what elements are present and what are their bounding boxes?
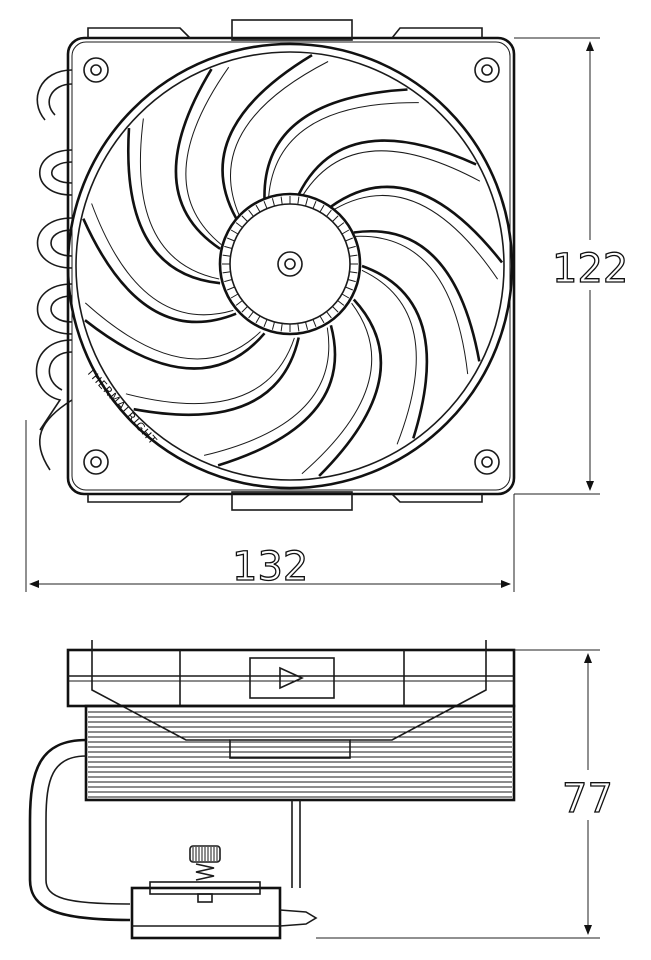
dim-label-77: 77: [562, 776, 613, 822]
hub-tick: [345, 286, 353, 291]
fan-blade: [353, 230, 481, 362]
fan-blade: [174, 68, 221, 250]
heatpipe-loop: [28, 738, 131, 922]
cold-plate-base: [130, 886, 282, 940]
fan-blade-edge: [203, 327, 330, 456]
hub-tick: [230, 229, 239, 235]
fan-blade: [82, 218, 237, 324]
hub-tick: [241, 306, 248, 313]
hub-tick: [280, 323, 283, 332]
hub-tick: [271, 321, 275, 330]
hub-tick: [263, 201, 268, 209]
hub-tick: [227, 237, 235, 242]
hub-tick: [312, 201, 317, 209]
hub-tick: [326, 311, 332, 319]
fan-blade: [297, 139, 477, 196]
dim-label-132: 132: [232, 544, 308, 590]
heatpipes-left: [35, 69, 73, 471]
hub-tick: [347, 245, 356, 249]
airflow-arrow-icon: [279, 666, 304, 690]
side-view: [28, 640, 516, 940]
fan-blade-edge: [301, 302, 373, 475]
hub-tick: [241, 215, 248, 222]
fan-blade: [84, 319, 266, 370]
fan-blade: [126, 128, 221, 285]
fan-blade-edge: [334, 195, 499, 280]
dimension-height-side: 77: [316, 649, 630, 939]
fan-blade-edge: [185, 66, 230, 245]
bottom-clip-tab: [231, 491, 353, 511]
hub-tick: [305, 198, 309, 207]
hub-tick: [222, 271, 231, 274]
fan-blade-edge: [91, 203, 234, 316]
fan-blade: [318, 298, 383, 477]
hub-tick: [349, 271, 358, 274]
corner-screw-tl: [83, 57, 109, 83]
hub-center: [277, 251, 303, 277]
hub-tick: [337, 222, 345, 228]
corner-screw-tr: [474, 57, 500, 83]
fan-shroud-inner: [75, 51, 505, 481]
hub-tick: [305, 321, 309, 330]
hub-tick: [319, 204, 325, 213]
hub-tick: [345, 237, 353, 242]
dimension-height-top: 122: [514, 37, 630, 495]
top-clip-tab: [231, 19, 353, 41]
hub-tick: [255, 315, 261, 324]
corner-screw-br: [474, 449, 500, 475]
fan-blade-edge: [268, 102, 419, 198]
hub-tick: [349, 254, 358, 257]
hub-tick: [319, 315, 325, 324]
corner-screw-bl: [83, 449, 109, 475]
fan-blade-edge: [355, 235, 469, 375]
hub-tick: [235, 222, 243, 228]
fan-blades: [82, 53, 504, 477]
dim-label-122: 122: [552, 246, 628, 292]
hub-tick: [235, 300, 243, 306]
hub-tick: [341, 293, 350, 299]
hub-tick: [224, 279, 233, 283]
fan-blade-edge: [125, 337, 295, 405]
dimension-width: 132: [25, 420, 515, 592]
spring-screw: [189, 845, 221, 903]
hub-tick: [230, 293, 239, 299]
hub-tick: [332, 306, 339, 313]
top-view: THERMALRIGHT: [35, 19, 516, 511]
fan-blade: [133, 337, 300, 417]
hub-tick: [312, 319, 317, 327]
hub-tick: [297, 196, 300, 205]
fan-shroud-outer: [66, 42, 514, 490]
hub-tick: [222, 254, 231, 257]
hub-tick: [227, 286, 235, 291]
fan-blade: [263, 88, 408, 199]
fan-blade-edge: [84, 302, 261, 360]
hub-tick: [224, 245, 233, 249]
fan-hub: [218, 192, 362, 336]
hub-tick: [326, 209, 332, 217]
fan-blade-edge: [302, 150, 481, 196]
fan-blade: [330, 185, 504, 264]
brand-label: THERMALRIGHT: [83, 365, 160, 448]
hub-tick: [255, 204, 261, 213]
fan-blade: [217, 324, 337, 467]
fan-blade: [361, 264, 429, 439]
hub-tick: [347, 279, 356, 283]
fan-blade-edge: [230, 61, 329, 216]
hub-tick: [337, 300, 345, 306]
hub-tick: [248, 209, 254, 217]
hub-tick: [248, 311, 254, 319]
hub-tick: [280, 196, 283, 205]
fan-blade-edge: [361, 269, 417, 445]
hub-tick: [271, 198, 275, 207]
hub-tick: [297, 323, 300, 332]
fan-blade-edge: [140, 118, 220, 280]
hub-tick: [341, 229, 350, 235]
fan-blade: [221, 53, 313, 219]
hub-tick: [332, 215, 339, 222]
hub-tick: [263, 319, 268, 327]
